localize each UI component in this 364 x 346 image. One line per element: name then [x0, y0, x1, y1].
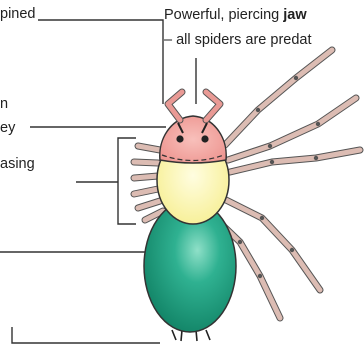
segment-pointer-line [38, 20, 163, 104]
right-legs-outline [215, 50, 360, 318]
bottom-bracket [12, 327, 160, 343]
right-legs [215, 50, 360, 318]
head [160, 116, 226, 163]
leg-joints [238, 76, 320, 278]
